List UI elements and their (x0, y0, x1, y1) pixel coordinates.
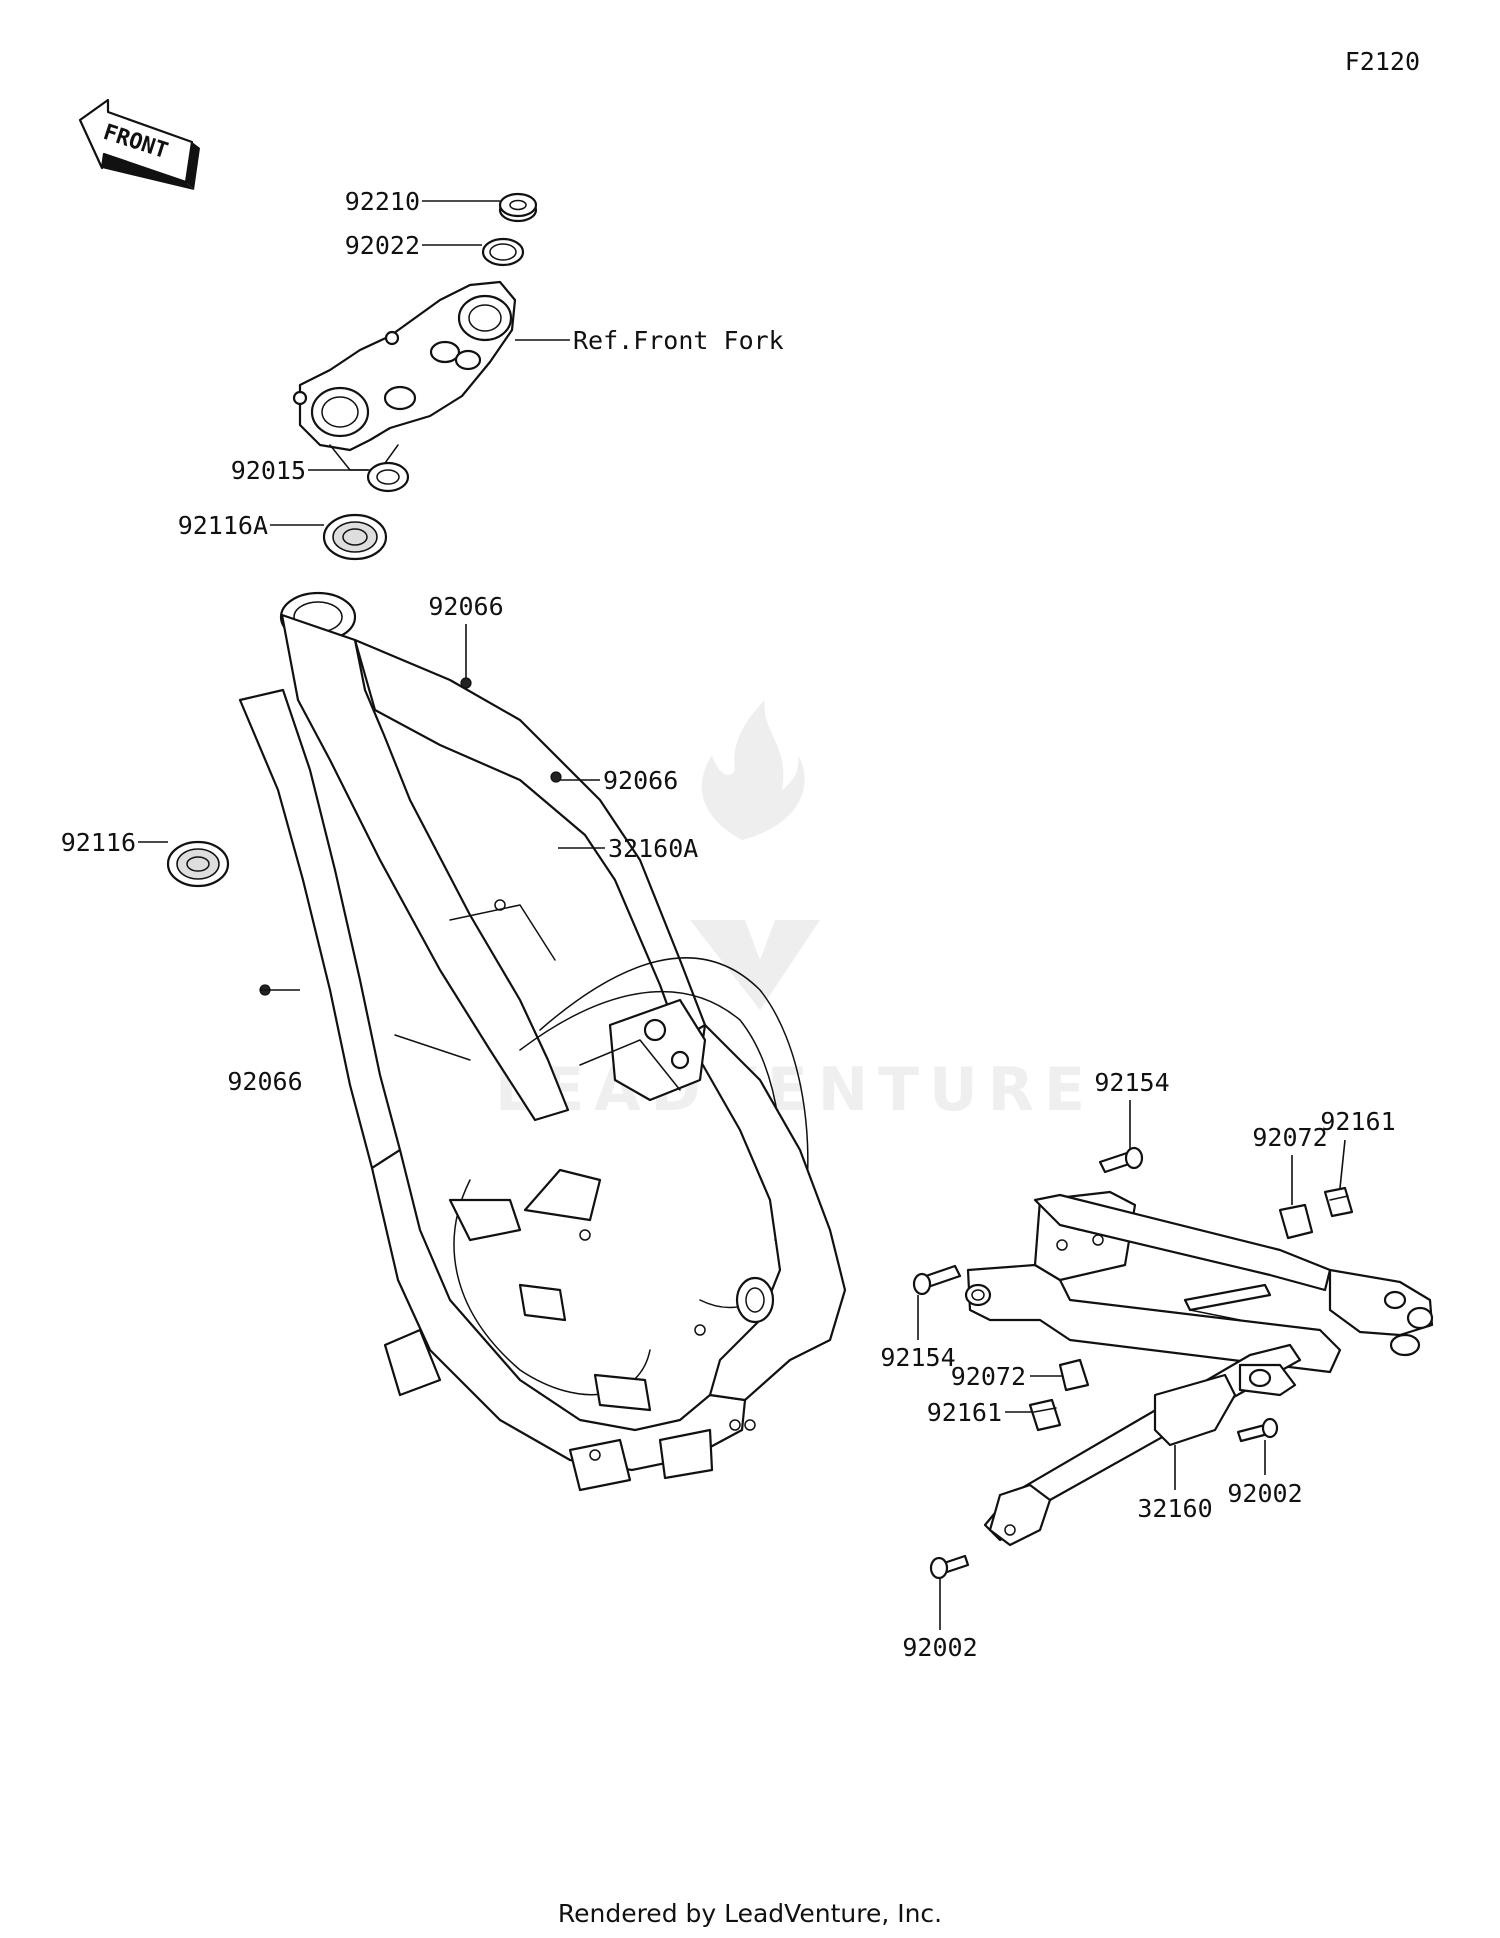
damper-92161-right (1323, 1186, 1354, 1218)
main-frame (238, 591, 847, 1492)
nut-92210 (498, 192, 538, 223)
label-bearing-92116A: 92116A (178, 511, 268, 540)
part-labels: 92210 92022 Ref.Front Fork 92015 92116A … (61, 187, 1396, 1662)
nut-92066-mid (550, 771, 562, 783)
label-nut-92015: 92015 (231, 456, 306, 485)
bolt-92002-bottom (929, 1554, 970, 1580)
label-frame-32160A: 32160A (608, 834, 698, 863)
bearing-92116 (166, 840, 230, 888)
subframe-32160 (964, 1190, 1434, 1547)
watermark: LEADVENTURE (495, 700, 1095, 1125)
diagram-code: F2120 (1345, 47, 1420, 76)
label-ref-front-fork: Ref.Front Fork (573, 326, 784, 355)
label-nut-92210: 92210 (345, 187, 420, 216)
label-bolt-92002-right: 92002 (1227, 1479, 1302, 1508)
nut-92066-top (460, 677, 472, 689)
nut-92015 (366, 461, 410, 493)
label-damper-92161-right: 92161 (1320, 1107, 1395, 1136)
cap-92072-right (1278, 1203, 1314, 1240)
steering-stem-clamp (292, 280, 517, 471)
label-cap-92072-right: 92072 (1252, 1123, 1327, 1152)
bolt-92002-right (1236, 1417, 1279, 1443)
label-damper-92161-lower: 92161 (927, 1398, 1002, 1427)
label-bearing-92116: 92116 (61, 828, 136, 857)
front-arrow-icon: FRONT (78, 98, 200, 190)
damper-92161-lower (1028, 1398, 1062, 1432)
label-subframe-32160: 32160 (1137, 1494, 1212, 1523)
label-nut-92066-mid: 92066 (603, 766, 678, 795)
label-nut-92066-top: 92066 (428, 592, 503, 621)
cap-92072-lower (1058, 1358, 1090, 1392)
label-bolt-92002-bottom: 92002 (902, 1633, 977, 1662)
bearing-92116A (322, 513, 388, 561)
bolt-92154-left (912, 1264, 962, 1296)
label-bolt-92154-top: 92154 (1094, 1068, 1169, 1097)
watermark-text: LEADVENTURE (495, 1055, 1095, 1125)
leader-lines (138, 200, 1346, 1630)
washer-92022 (481, 237, 525, 267)
footer-credit: Rendered by LeadVenture, Inc. (558, 1899, 942, 1928)
label-nut-92066-left: 92066 (227, 1067, 302, 1096)
label-cap-92072-lower: 92072 (951, 1362, 1026, 1391)
label-bolt-92154-left: 92154 (880, 1343, 955, 1372)
label-washer-92022: 92022 (345, 231, 420, 260)
bolt-92154-top (1098, 1146, 1144, 1174)
